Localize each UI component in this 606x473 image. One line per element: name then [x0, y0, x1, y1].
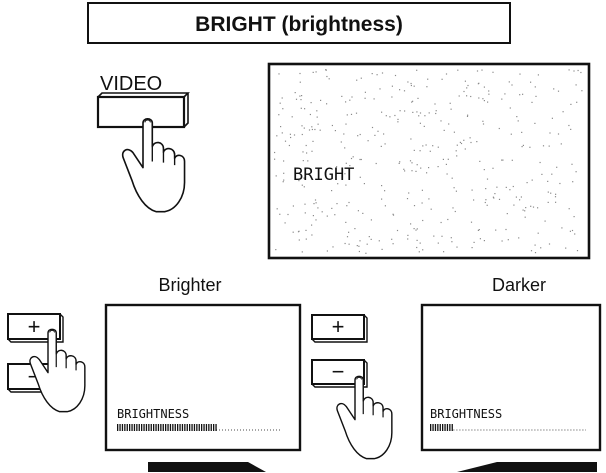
video-button-label: VIDEO [100, 73, 162, 95]
tv-screen-main [269, 64, 589, 258]
brighter-plus-label: + [28, 314, 41, 339]
darker-plus-label: + [332, 314, 345, 339]
pointing-hand-icon [123, 119, 185, 212]
pointing-hand-icon [337, 376, 392, 458]
brighter-osd-label: BRIGHTNESS [117, 407, 189, 421]
darker-minus-label: − [332, 359, 345, 384]
right-wedge-arrow-icon [148, 462, 266, 472]
screen-osd-bright: BRIGHT [293, 165, 354, 185]
diagram-title: BRIGHT (brightness) [195, 13, 403, 36]
tv-screen-darker [422, 305, 600, 450]
darker-plus-button[interactable]: + [312, 314, 367, 342]
brighter-heading: Brighter [158, 275, 221, 295]
darker-osd-label: BRIGHTNESS [430, 407, 502, 421]
darker-heading: Darker [492, 275, 546, 295]
left-wedge-arrow-icon [457, 462, 597, 472]
